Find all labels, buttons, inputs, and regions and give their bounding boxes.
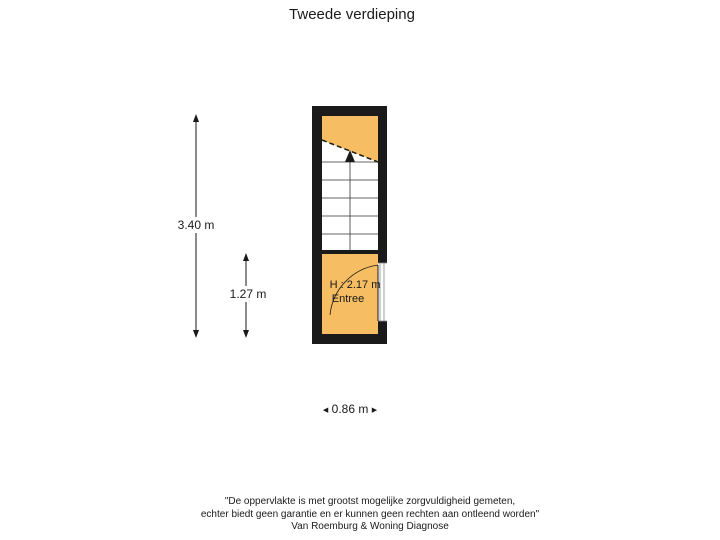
door-opening <box>378 263 387 321</box>
disclaimer-line-2: echter biedt geen garantie en er kunnen … <box>200 508 540 520</box>
staircase <box>322 150 378 250</box>
door-swing-arc <box>329 264 379 316</box>
stair-direction-arrow-icon <box>345 150 355 162</box>
dimension-label-total-height: 3.40 m <box>178 218 215 232</box>
landing-floor <box>322 116 378 162</box>
dimension-label-width: 0.86 m <box>331 402 369 416</box>
arrow-right-icon: ▶ <box>371 407 378 414</box>
dimension-room-height: 1.27 m <box>224 253 268 338</box>
room-ceiling-height: H : 2.17 m <box>330 279 381 291</box>
dimension-width: ◀ 0.86 m ▶ <box>300 402 400 416</box>
room-name: Entree <box>332 293 364 305</box>
dimension-total-height: 3.40 m <box>174 114 218 338</box>
disclaimer: "De oppervlakte is met grootst mogelijke… <box>0 496 720 534</box>
dimension-label-room-height: 1.27 m <box>230 287 267 301</box>
disclaimer-line-3: Van Roemburg & Woning Diagnose <box>291 521 449 532</box>
arrow-left-icon: ◀ <box>322 407 329 414</box>
disclaimer-line-1: "De oppervlakte is met grootst mogelijke… <box>224 496 516 507</box>
partition-wall <box>322 250 378 254</box>
stair-cut-line <box>321 139 379 163</box>
page-title: Tweede verdieping <box>289 6 415 23</box>
